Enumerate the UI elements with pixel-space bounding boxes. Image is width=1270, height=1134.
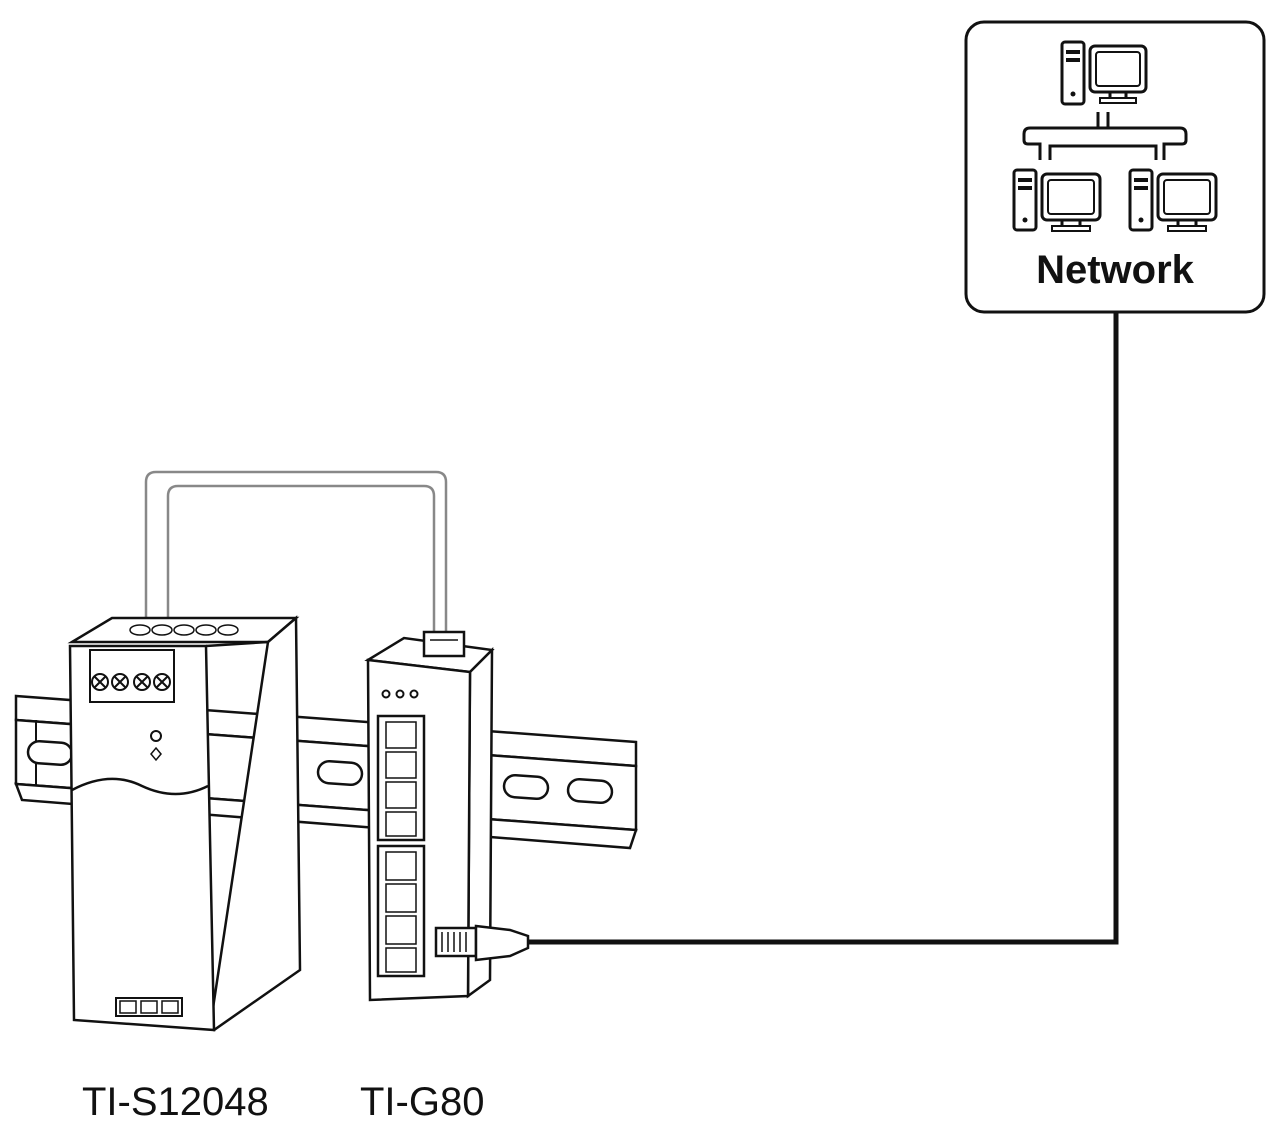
switch (364, 630, 530, 1002)
computer-icon (1012, 168, 1102, 232)
power-supply (67, 615, 302, 1032)
network-box (964, 20, 1266, 314)
network-tree-icon (1022, 112, 1188, 160)
ethernet-cable (528, 312, 1119, 945)
terminal-screws (91, 673, 171, 691)
computer-icon (1060, 40, 1148, 106)
power-supply-label: TI-S12048 (82, 1080, 269, 1124)
rj45-plug-icon (434, 924, 530, 962)
computer-icon (1128, 168, 1218, 232)
network-label: Network (1036, 248, 1194, 292)
power-wire (144, 470, 448, 640)
switch-label: TI-G80 (360, 1080, 485, 1124)
